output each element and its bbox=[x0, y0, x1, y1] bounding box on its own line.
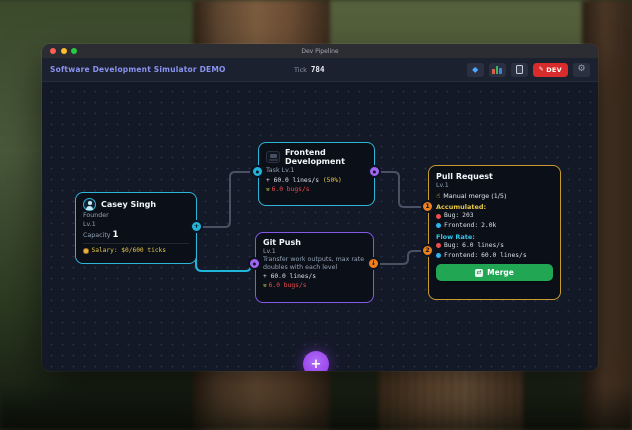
gitpush-level: Lv.1 bbox=[263, 248, 276, 256]
pr-manual-merge: ☝ Manual merge (1/5) bbox=[436, 192, 507, 201]
header-toolbar: ◆ ✎ DEV ⚙ bbox=[466, 62, 590, 77]
node-frontend-development[interactable]: Frontend Development Task Lv.1 + 60.0 li… bbox=[258, 142, 375, 206]
pr-flow-rate-label: Flow Rate: bbox=[436, 233, 475, 242]
zoom-button[interactable] bbox=[71, 48, 77, 54]
founder-salary: Salary: $0/600 ticks bbox=[83, 243, 189, 254]
node-pull-request[interactable]: Pull Request Lv.1 ☝ Manual merge (1/5) A… bbox=[428, 165, 561, 300]
dot-icon: ● bbox=[372, 168, 377, 174]
frontend-task-level: Task Lv.1 bbox=[266, 167, 295, 175]
app-header: Software Development Simulator DEMO Tick… bbox=[42, 58, 598, 82]
coin-icon bbox=[83, 248, 89, 254]
traffic-lights bbox=[50, 48, 77, 54]
gitpush-description: Transfer work outputs, max rate doubles … bbox=[263, 256, 365, 272]
gitpush-bugs: ⚒6.0 bugs/s bbox=[263, 282, 307, 290]
window-titlebar[interactable]: Dev Pipeline bbox=[42, 44, 598, 58]
laptop-icon bbox=[266, 151, 280, 164]
edge-founder-to-gitpush bbox=[195, 232, 251, 272]
pencil-icon: ✎ bbox=[538, 65, 544, 73]
plus-icon: + bbox=[193, 222, 200, 231]
forest-floor-shadow bbox=[0, 385, 632, 430]
window-title: Dev Pipeline bbox=[301, 47, 339, 55]
pr-accumulated-bug-row: Bug: 203 bbox=[436, 211, 553, 220]
gem-icon: ◆ bbox=[472, 64, 479, 74]
minimize-button[interactable] bbox=[60, 48, 67, 54]
frontend-title: Frontend Development bbox=[285, 148, 345, 167]
node-git-push[interactable]: Git Push Lv.1 Transfer work outputs, max… bbox=[255, 232, 374, 303]
founder-title: Casey Singh bbox=[101, 199, 157, 209]
edge-gitpush-to-pullrequest bbox=[379, 250, 423, 265]
app-window: Dev Pipeline Software Development Simula… bbox=[42, 44, 598, 371]
add-node-button[interactable]: + bbox=[303, 351, 329, 371]
dot-icon: ● bbox=[252, 260, 257, 266]
pr-level: Lv.1 bbox=[436, 182, 449, 190]
pr-flow-frontend-row: Frontend: 60.0 lines/s bbox=[436, 251, 553, 260]
pr-accumulated-frontend-row: Frontend: 2.0k bbox=[436, 221, 553, 230]
frontend-rate-pct: (50%) bbox=[322, 176, 342, 184]
tick-counter: Tick 784 bbox=[294, 65, 324, 74]
port-pullrequest-input-2[interactable]: 2 bbox=[421, 244, 434, 257]
plus-icon: + bbox=[310, 356, 322, 372]
edge-founder-to-frontend bbox=[199, 171, 250, 228]
dev-button[interactable]: ✎ DEV bbox=[532, 62, 568, 77]
wrench-icon: ⚒ bbox=[266, 185, 270, 193]
dev-button-label: DEV bbox=[546, 65, 562, 74]
merge-icon: ⇄ bbox=[475, 268, 484, 277]
port-founder-output[interactable]: + bbox=[190, 220, 203, 233]
dot-icon: ● bbox=[255, 168, 260, 174]
close-button[interactable] bbox=[50, 48, 56, 54]
down-arrow-icon: ↓ bbox=[370, 259, 377, 268]
bug-dot-icon bbox=[436, 213, 441, 219]
merge-button[interactable]: ⇄ Merge bbox=[436, 264, 553, 282]
port-gitpush-input[interactable]: ● bbox=[248, 257, 261, 270]
port-gitpush-output[interactable]: ↓ bbox=[367, 257, 380, 270]
pr-accumulated-label: Accumulated: bbox=[436, 203, 487, 212]
frontend-dot-icon bbox=[436, 252, 441, 258]
log-button[interactable] bbox=[510, 62, 528, 77]
founder-level: Lv.1 bbox=[83, 221, 96, 229]
gitpush-title: Git Push bbox=[263, 238, 301, 247]
merge-button-label: Merge bbox=[487, 268, 514, 278]
clipboard-icon bbox=[515, 64, 523, 74]
frontend-dot-icon bbox=[436, 222, 441, 228]
gear-icon: ⚙ bbox=[577, 64, 586, 74]
port-frontend-input[interactable]: ● bbox=[251, 165, 264, 178]
pr-title: Pull Request bbox=[436, 172, 493, 181]
founder-role: Founder bbox=[83, 212, 109, 219]
app-title: Software Development Simulator DEMO bbox=[50, 65, 226, 74]
frontend-rate: + 60.0 lines/s (50%) bbox=[266, 176, 342, 184]
pr-flow-bug-row: Bug: 6.0 lines/s bbox=[436, 241, 553, 250]
settings-button[interactable]: ⚙ bbox=[573, 62, 590, 77]
edge-frontend-to-pullrequest bbox=[380, 171, 423, 208]
tick-value: 784 bbox=[310, 65, 325, 74]
port-number: 1 bbox=[425, 202, 430, 211]
port-frontend-output[interactable]: ● bbox=[368, 165, 381, 178]
gem-button[interactable]: ◆ bbox=[466, 62, 484, 77]
wrench-icon: ⚒ bbox=[263, 282, 267, 290]
founder-capacity-value: 1 bbox=[112, 230, 119, 241]
stats-button[interactable] bbox=[488, 62, 506, 77]
port-pullrequest-input-1[interactable]: 1 bbox=[421, 200, 434, 213]
bug-dot-icon bbox=[436, 243, 441, 249]
gitpush-rate: + 60.0 lines/s bbox=[263, 273, 317, 281]
pointing-hand-icon: ☝ bbox=[436, 192, 441, 201]
frontend-bugs: ⚒6.0 bugs/s bbox=[266, 185, 310, 193]
port-number: 2 bbox=[425, 246, 430, 255]
bar-chart-icon bbox=[492, 65, 502, 74]
tick-label: Tick bbox=[294, 66, 307, 74]
founder-avatar-icon bbox=[83, 198, 96, 211]
